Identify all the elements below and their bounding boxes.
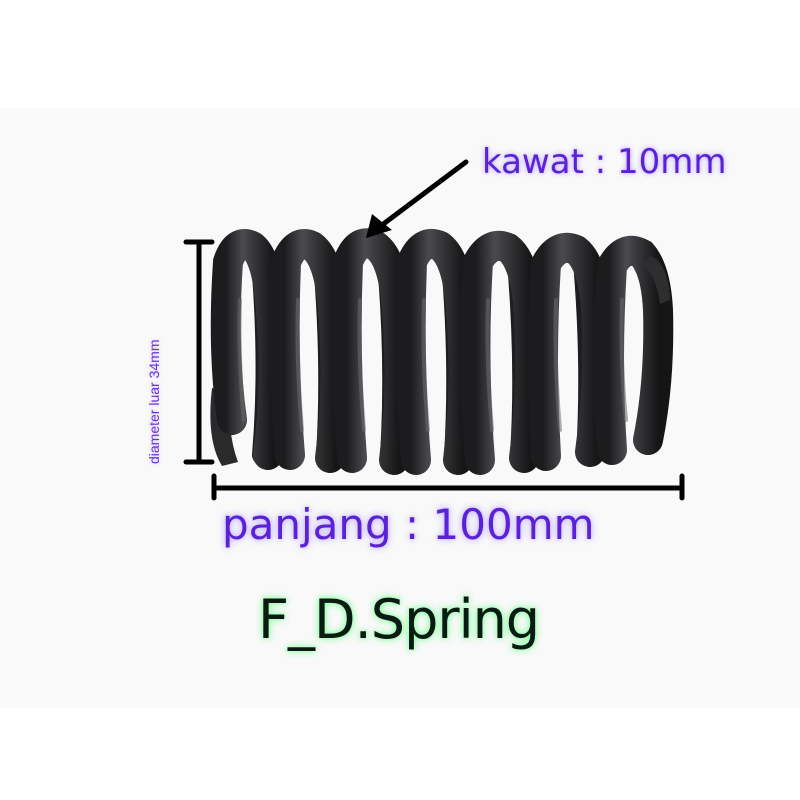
outer-diameter-label: diameter luar 34mm [146, 339, 162, 465]
wire-thickness-label: kawat : 10mm [482, 142, 727, 182]
wire-arrow [366, 159, 469, 238]
spring-body [210, 228, 674, 475]
diameter-dimension-line [183, 239, 215, 465]
brand-logo: F_D.Spring [258, 588, 540, 651]
length-dimension-line [211, 473, 685, 501]
length-label: panjang : 100mm [222, 500, 595, 549]
